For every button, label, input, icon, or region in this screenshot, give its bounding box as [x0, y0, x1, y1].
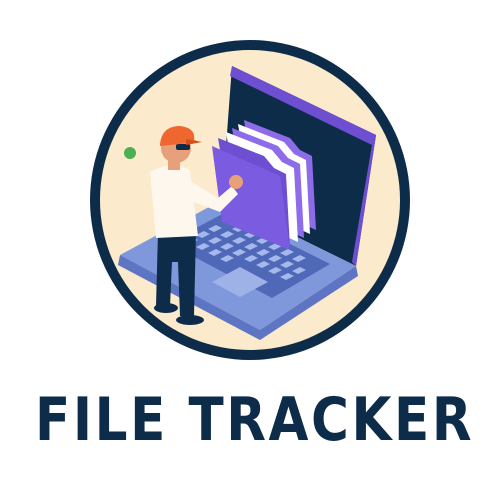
brand-wordmark: FILE TRACKER — [35, 385, 475, 455]
accent-dot — [124, 147, 136, 159]
person-with-laptop-folders-illustration-icon — [118, 66, 376, 340]
